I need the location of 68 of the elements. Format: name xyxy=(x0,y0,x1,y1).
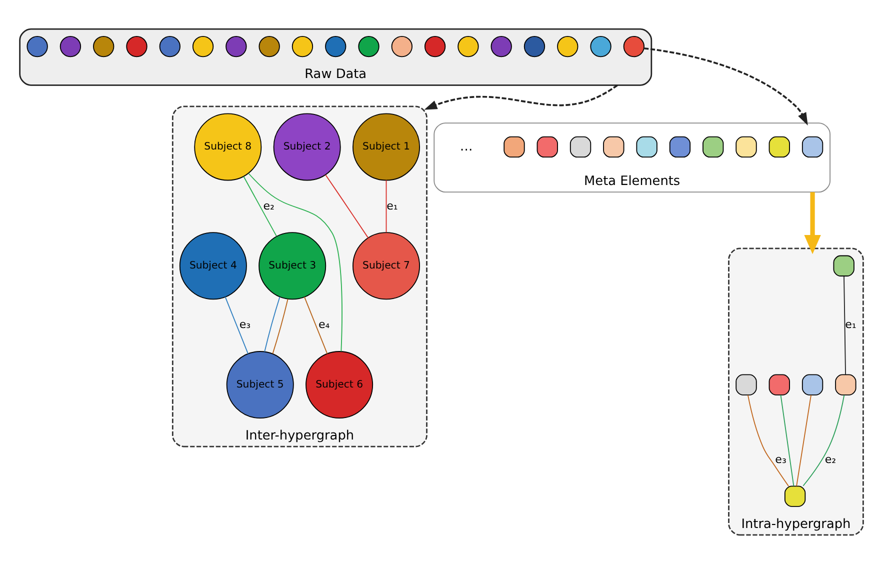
node-circle xyxy=(258,35,280,57)
node-circle xyxy=(292,35,314,57)
connector xyxy=(248,172,342,352)
node-circle xyxy=(325,35,346,57)
node-circle xyxy=(490,35,512,57)
connector xyxy=(272,298,288,354)
edge-label: e₁ xyxy=(845,318,856,331)
edge-label: e₃ xyxy=(239,318,251,331)
node-box xyxy=(802,136,824,158)
node-circle: Subject 1 xyxy=(352,112,420,180)
edge-label: e₂ xyxy=(824,452,836,466)
node-box xyxy=(669,136,691,158)
node-circle xyxy=(159,35,180,57)
connector xyxy=(243,176,277,236)
node-box xyxy=(835,374,856,395)
node-circle xyxy=(458,35,479,57)
edge-label: e₂ xyxy=(263,198,274,212)
node-box xyxy=(536,136,558,158)
node-circle xyxy=(192,35,214,57)
node-box xyxy=(784,485,806,506)
node-box xyxy=(570,136,592,158)
label: … xyxy=(460,138,473,154)
node-circle xyxy=(557,35,578,57)
arrow xyxy=(804,192,821,254)
node-circle xyxy=(391,35,412,57)
node-circle xyxy=(26,35,48,57)
connector xyxy=(386,179,387,232)
node-box xyxy=(702,136,724,158)
node-circle: Subject 8 xyxy=(194,112,262,180)
node-circle xyxy=(424,35,446,57)
node-box xyxy=(504,136,525,158)
edge-label: e₃ xyxy=(775,452,786,466)
connector xyxy=(802,394,845,486)
node-box xyxy=(802,374,824,395)
edge-label: e₁ xyxy=(386,198,398,212)
connector xyxy=(780,394,794,486)
node-box xyxy=(768,374,790,395)
connector xyxy=(747,394,789,486)
node-box xyxy=(736,136,757,158)
node-circle xyxy=(590,35,612,57)
arrow xyxy=(644,46,808,126)
node-circle: Subject 7 xyxy=(352,232,420,300)
node-circle xyxy=(524,35,546,57)
edge-label: e₄ xyxy=(318,318,330,331)
node-circle xyxy=(93,35,114,57)
node-circle xyxy=(126,35,148,57)
connector xyxy=(796,394,812,486)
connector xyxy=(325,174,369,238)
node-box xyxy=(636,136,658,158)
node-box xyxy=(768,136,790,158)
connector xyxy=(844,275,846,374)
node-circle xyxy=(226,35,247,57)
node-box xyxy=(833,254,854,276)
node-circle: Subject 3 xyxy=(258,232,326,300)
node-circle: Subject 5 xyxy=(226,350,294,418)
node-circle xyxy=(623,35,645,57)
connector xyxy=(304,296,328,354)
node-circle: Subject 6 xyxy=(306,350,374,418)
connector xyxy=(224,296,249,354)
node-circle xyxy=(60,35,82,57)
cluster: Raw Data xyxy=(19,28,652,86)
arrow xyxy=(424,84,618,110)
node-circle: Subject 4 xyxy=(179,232,247,300)
node-box xyxy=(603,136,624,158)
node-circle xyxy=(358,35,380,57)
connector xyxy=(264,296,280,352)
node-box xyxy=(736,374,757,395)
node-circle: Subject 2 xyxy=(273,112,341,180)
